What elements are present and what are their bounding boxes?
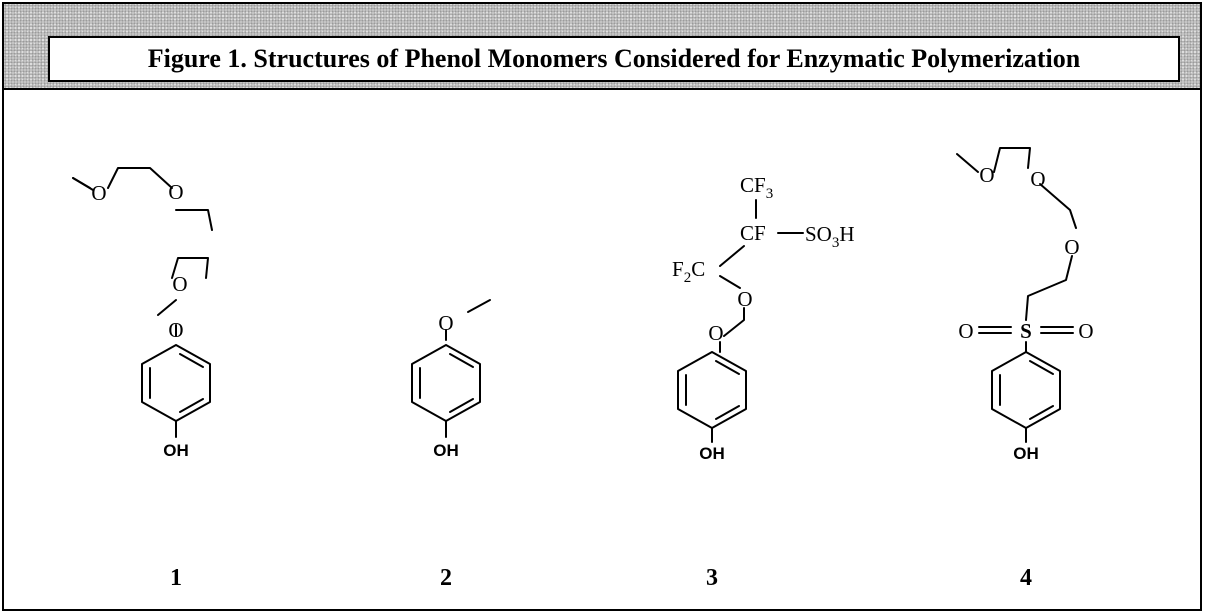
structure-4-oxygen-1: O [979, 163, 994, 187]
structure-1-oxygen-4: O [168, 318, 183, 342]
structure-4-sulfonyl-oxygen-right: O [1078, 319, 1093, 343]
structure-2-benzene-ring [411, 344, 481, 422]
structure-2-ring-double-bonds [419, 353, 474, 413]
structure-3-so3h: SO3H [805, 222, 855, 251]
structure-3: CF3 CF SO3H F2C O O OH 3 [672, 173, 855, 591]
structure-1-oxygen-1: O [91, 181, 106, 205]
structure-3-benzene-ring [677, 351, 747, 429]
structure-3-ring-double-bonds [685, 360, 740, 420]
structure-2-hydroxyl: OH [433, 441, 459, 460]
structure-4: O O O S O O OH 4 [956, 147, 1094, 591]
structure-1-ring-double-bonds [149, 353, 204, 413]
structure-4-sulfur: S [1020, 319, 1032, 343]
structure-2-methoxy-bonds [445, 299, 491, 341]
structure-4-sulfonyl-oxygen-left: O [958, 319, 973, 343]
structure-1-chain-bonds [72, 167, 213, 337]
structure-3-cf: CF [740, 221, 766, 245]
structure-1: O O O O OH 1 [72, 167, 213, 591]
figure-title-box: Figure 1. Structures of Phenol Monomers … [48, 36, 1180, 82]
structure-3-f2c: F2C [672, 257, 705, 286]
structure-3-backbone-bonds [719, 245, 745, 353]
structure-4-ring-double-bonds [999, 360, 1054, 420]
figure-title: Figure 1. Structures of Phenol Monomers … [147, 44, 1081, 73]
structure-3-oxygen-2: O [708, 321, 723, 345]
structure-3-hydroxyl: OH [699, 444, 725, 463]
structure-2-number: 2 [440, 565, 452, 591]
structure-2: O OH 2 [411, 299, 491, 591]
structure-4-oxygen-2: O [1030, 167, 1045, 191]
structure-1-hydroxyl: OH [163, 441, 189, 460]
structure-4-number: 4 [1020, 565, 1032, 591]
structure-4-chain-bonds [956, 147, 1077, 321]
structure-1-oxygen-2: O [168, 180, 183, 204]
structure-4-hydroxyl: OH [1013, 444, 1039, 463]
structure-1-oxygen-3: O [172, 272, 187, 296]
structure-1-benzene-ring [141, 344, 211, 422]
structure-3-oxygen-1: O [737, 287, 752, 311]
structure-2-oxygen: O [438, 311, 453, 335]
structure-3-number: 3 [706, 565, 718, 591]
structure-4-oxygen-3: O [1064, 235, 1079, 259]
structure-4-sulfonyl-double-bonds [978, 326, 1074, 353]
structure-4-benzene-ring [991, 351, 1061, 429]
structure-3-cf3: CF3 [740, 173, 773, 202]
structure-1-number: 1 [170, 565, 182, 591]
